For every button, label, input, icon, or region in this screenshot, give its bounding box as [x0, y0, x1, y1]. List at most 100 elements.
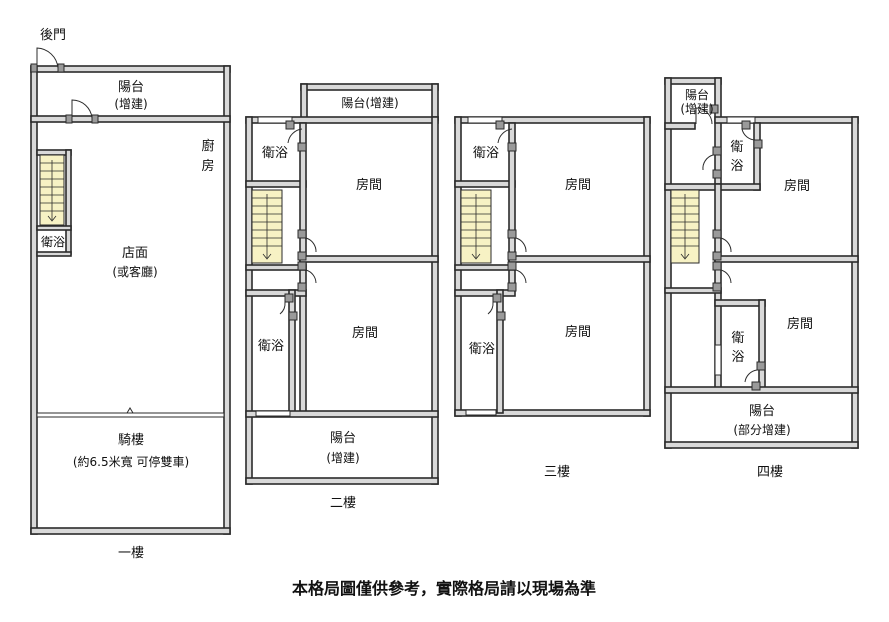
wall: [65, 149, 72, 255]
door-post: [507, 261, 517, 271]
bath-label: 衛浴: [469, 342, 495, 357]
door-post: [712, 169, 722, 179]
bath-label: 衛: [731, 331, 744, 346]
bath-door: [741, 128, 757, 141]
floor-3-plan: 衛浴 房間 衛浴 房間 三樓: [454, 116, 651, 480]
wall: [508, 255, 651, 263]
wall: [851, 116, 859, 449]
wall: [245, 180, 307, 188]
room-door: [305, 237, 317, 253]
floor-2-caption: 二樓: [330, 496, 356, 511]
room-label: 房間: [565, 177, 591, 193]
bath-label: 浴: [730, 159, 743, 174]
door-post: [709, 104, 719, 114]
wall: [30, 65, 38, 535]
back-door-label: 後門: [40, 28, 66, 43]
balcony-note: (增建): [680, 102, 713, 116]
bath-door: [279, 301, 286, 315]
window: [726, 116, 756, 124]
door-post: [507, 142, 517, 152]
bath-door: [287, 128, 303, 144]
bath-label: 衛浴: [473, 146, 499, 161]
wall: [753, 122, 761, 191]
balcony-note: (增建): [326, 451, 359, 465]
balcony-label: 陽台: [749, 404, 775, 419]
room-door: [515, 237, 527, 253]
balcony-door: [71, 99, 93, 119]
window: [714, 344, 722, 376]
floor-1-caption: 一樓: [118, 546, 144, 561]
door-post: [507, 251, 517, 261]
door-post: [284, 293, 294, 303]
wall: [664, 77, 722, 85]
floor-2-plan: 陽台(增建) 衛浴 房間 衛浴 房間 陽台 (增建) 二樓: [245, 83, 439, 511]
balcony-label: 陽台: [118, 80, 144, 95]
door-post: [297, 142, 307, 152]
wall: [223, 65, 231, 535]
room-label: 房間: [565, 324, 591, 340]
wall: [664, 122, 696, 130]
room-door: [720, 237, 732, 253]
room-door: [720, 269, 732, 284]
floor-1-plan: 後門 陽台 (增建) 廚 房 衛浴 店面 (或客廳) 騎樓 (約6.5米寬 可停…: [30, 28, 231, 561]
door-post: [495, 120, 505, 130]
balcony-note: (部分增建): [733, 422, 790, 437]
bath-label: 衛浴: [262, 146, 288, 161]
door-post: [57, 63, 65, 73]
door-post: [753, 139, 763, 149]
wall: [664, 441, 859, 449]
window: [36, 412, 225, 418]
wall: [288, 289, 296, 414]
wall: [245, 410, 439, 418]
wall: [30, 527, 231, 535]
wall: [714, 299, 766, 307]
arcade-note: (約6.5米寬 可停雙車): [73, 454, 189, 469]
balcony-note: (增建): [114, 97, 147, 111]
disclaimer-note: 本格局圖僅供參考，實際格局請以現場為準: [292, 579, 596, 598]
door-post: [285, 120, 295, 130]
wall: [245, 289, 307, 297]
back-door: [36, 47, 59, 69]
room-label: 房間: [787, 316, 813, 332]
room-door: [305, 269, 317, 284]
door-post: [91, 114, 99, 124]
wall: [245, 264, 307, 271]
door-post: [507, 229, 517, 239]
door-post: [496, 311, 506, 321]
wall: [758, 299, 766, 391]
bath-door: [702, 154, 714, 171]
balcony-door: [695, 107, 713, 125]
wall: [643, 116, 651, 417]
door-post: [507, 282, 517, 292]
wall: [454, 289, 516, 297]
wall: [30, 115, 231, 123]
door-post: [712, 261, 722, 271]
door-post: [712, 229, 722, 239]
wall: [245, 116, 253, 485]
door-post: [65, 114, 73, 124]
wall: [664, 183, 761, 191]
balcony-label: 陽台: [330, 431, 356, 446]
door-post: [741, 120, 751, 130]
door-post: [288, 311, 298, 321]
wall: [496, 289, 504, 414]
wall: [300, 83, 308, 121]
door-post: [297, 251, 307, 261]
door-post: [712, 282, 722, 292]
door-post: [712, 251, 722, 261]
wall: [454, 180, 516, 188]
wall: [431, 83, 439, 121]
store-note: (或客廳): [112, 264, 157, 279]
window: [255, 410, 291, 417]
bath-label: 衛浴: [258, 339, 284, 354]
door-post: [297, 229, 307, 239]
door-post: [30, 63, 38, 73]
wall: [454, 264, 516, 271]
door-post: [751, 381, 761, 391]
bath-label: 衛浴: [41, 235, 65, 249]
wall: [664, 386, 859, 394]
window: [465, 409, 497, 416]
room-label: 房間: [352, 325, 378, 341]
room-label: 房間: [356, 177, 382, 193]
